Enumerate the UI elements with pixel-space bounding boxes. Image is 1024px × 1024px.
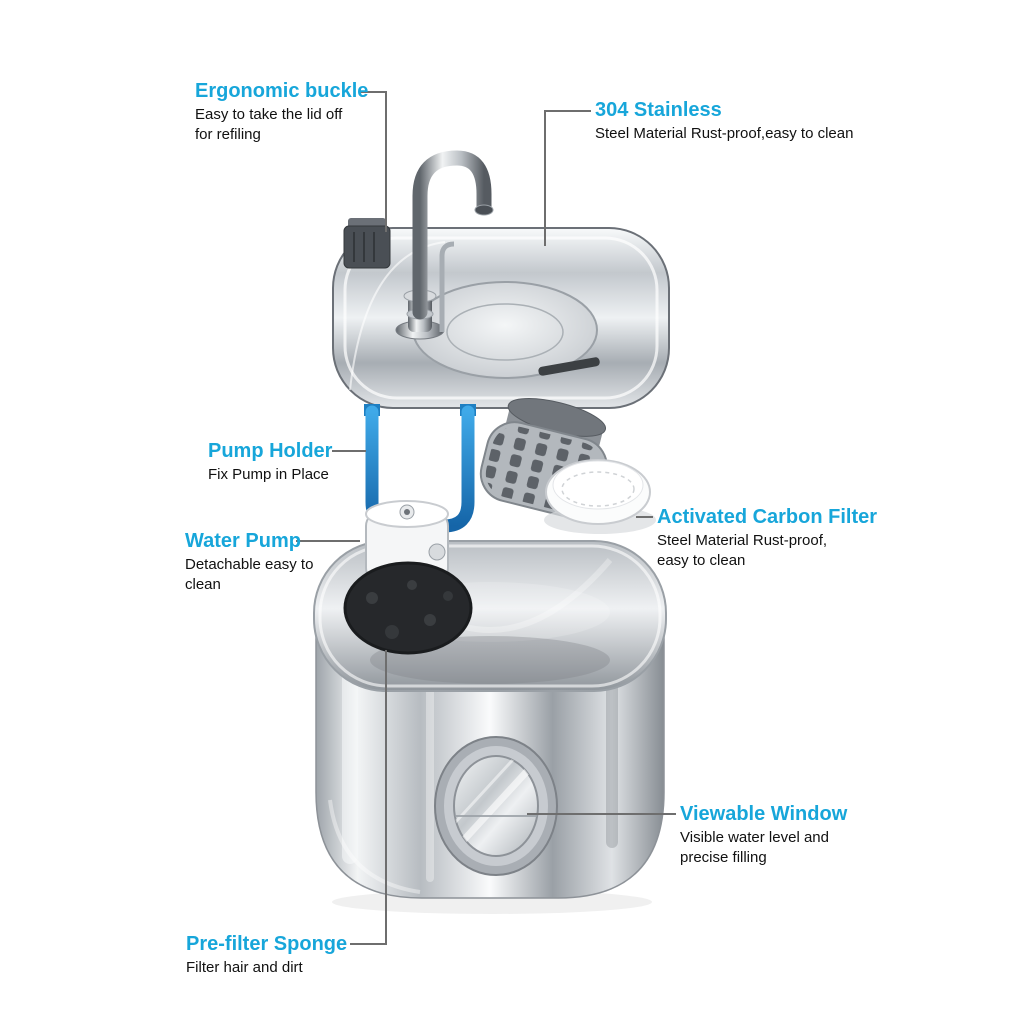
callout-title-water-pump: Water Pump [185, 530, 301, 552]
callout-carbon-filter: Activated Carbon Filter Steel Material R… [657, 506, 877, 572]
callout-title-prefilter-sponge: Pre-filter Sponge [186, 933, 348, 955]
lid-slot [538, 357, 600, 376]
callout-pump-holder: Pump Holder Fix Pump in Place [208, 440, 332, 485]
activated-carbon-filter [544, 459, 656, 534]
faucet [395, 150, 494, 340]
callout-desc-water-pump: Detachable easy to clean [185, 556, 314, 594]
callout-title-304-stainless: 304 Stainless [595, 99, 722, 121]
callout-water-pump: Water Pump Detachable easy to clean [185, 530, 313, 596]
leader-lines [296, 91, 676, 945]
callout-desc-viewable-window: Visible water level and precise filling [680, 829, 829, 867]
faucet-spout [474, 204, 494, 216]
callout-desc-carbon-filter: Steel Material Rust-proof, easy to clean [657, 532, 828, 570]
callout-title-pump-holder: Pump Holder [208, 440, 333, 462]
callout-desc-prefilter-sponge: Filter hair and dirt [186, 959, 303, 976]
callout-ergonomic-buckle: Ergonomic buckle Easy to take the lid of… [195, 80, 368, 146]
viewable-window [434, 736, 558, 876]
faucet-gooseneck [412, 150, 492, 320]
leader-prefilter-sponge [350, 650, 387, 945]
callout-304-stainless: 304 Stainless Steel Material Rust-proof,… [595, 99, 853, 144]
callout-desc-304-stainless: Steel Material Rust-proof,easy to clean [595, 125, 854, 142]
pre-filter-sponge [343, 561, 473, 655]
callout-prefilter-sponge: Pre-filter Sponge Filter hair and dirt [186, 933, 347, 978]
callout-title-carbon-filter: Activated Carbon Filter [657, 506, 878, 528]
callout-viewable-window: Viewable Window Visible water level and … [680, 803, 847, 869]
callout-title-viewable-window: Viewable Window [680, 803, 848, 825]
callout-desc-ergonomic-buckle: Easy to take the lid off for refiling [195, 106, 343, 144]
callout-title-ergonomic-buckle: Ergonomic buckle [195, 80, 369, 102]
leader-ergonomic-buckle [360, 91, 387, 232]
leader-304-stainless [544, 110, 591, 246]
buckle-clip [343, 218, 391, 269]
callout-desc-pump-holder: Fix Pump in Place [208, 466, 329, 483]
